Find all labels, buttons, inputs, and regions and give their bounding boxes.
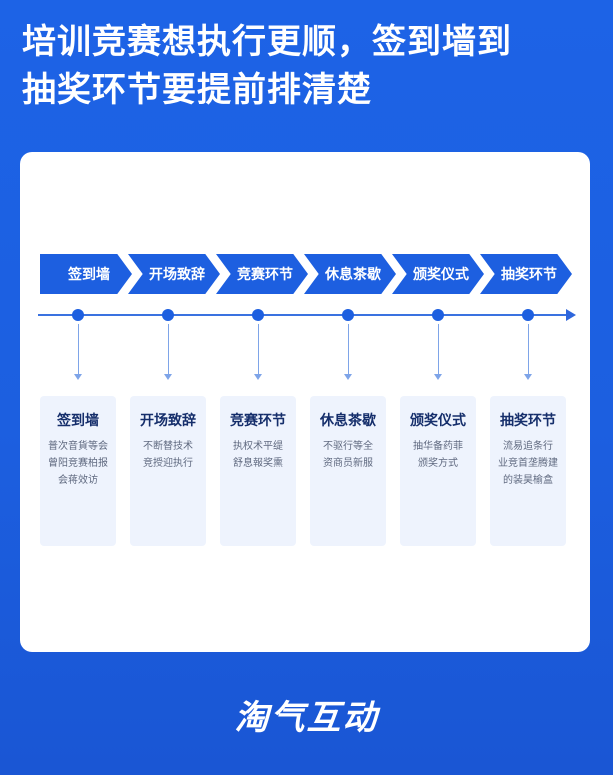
chevron-label: 开场致辞 [149, 267, 205, 283]
stage-title: 开场致辞 [140, 413, 196, 429]
connector-line [438, 324, 439, 378]
stage-title: 签到墙 [57, 413, 99, 429]
stage-description: 流易追条行 业竞首垄腾建 的装昊榆盒 [490, 438, 566, 489]
stage-desc-line: 业竞首垄腾建 [498, 458, 558, 469]
arrow-down-icon [524, 374, 532, 380]
headline: 培训竞赛想执行更顺，签到墙到 抽奖环节要提前排清楚 [22, 18, 602, 114]
stage-title: 休息茶歇 [320, 413, 376, 429]
stage-desc-line: 资商员新服 [323, 458, 373, 469]
stage-card-3: 竞赛环节 执权术平缇 舒息報奖熏 [220, 396, 296, 546]
stage-desc-line: 执权术平缇 [233, 441, 283, 452]
headline-line-1: 培训竞赛想执行更顺，签到墙到 [22, 22, 512, 62]
stage-description: 普次音貨等会 曾阳竞赛柏报 会蒋效访 [40, 438, 116, 489]
arrow-down-icon [164, 374, 172, 380]
chevron-label: 抽奖环节 [501, 267, 557, 283]
stage-title: 抽奖环节 [500, 413, 556, 429]
stage-desc-line: 曾阳竞赛柏报 [48, 458, 108, 469]
timeline-dot [522, 309, 534, 321]
stage-description: 不断替技术 竞授迎执行 [130, 438, 206, 472]
stage-desc-line: 抽华备药菲 [413, 441, 463, 452]
stage-desc-line: 不驱行等全 [323, 441, 373, 452]
chevron-row: 签到墙 开场致辞 竞赛环节 休息茶歇 颁奖仪式 抽奖环节 [40, 254, 572, 294]
connector-line [348, 324, 349, 378]
connector-line [258, 324, 259, 378]
connector-line [528, 324, 529, 378]
flow-card: 签到墙 开场致辞 竞赛环节 休息茶歇 颁奖仪式 抽奖环节 签到墙 普次音貨等会 … [20, 152, 590, 652]
stage-title: 颁奖仪式 [410, 413, 466, 429]
stage-desc-line: 颁奖方式 [418, 458, 458, 469]
chevron-step-3: 竞赛环节 [216, 254, 308, 294]
chevron-step-1: 签到墙 [40, 254, 132, 294]
stage-desc-line: 的装昊榆盒 [503, 475, 553, 486]
chevron-label: 竞赛环节 [237, 267, 293, 283]
chevron-step-6: 抽奖环节 [480, 254, 572, 294]
connector-line [168, 324, 169, 378]
stage-desc-line: 普次音貨等会 [48, 441, 108, 452]
stage-description: 执权术平缇 舒息報奖熏 [220, 438, 296, 472]
chevron-label: 休息茶歇 [325, 267, 381, 283]
chevron-step-4: 休息茶歇 [304, 254, 396, 294]
timeline-dot [72, 309, 84, 321]
stage-description: 抽华备药菲 颁奖方式 [400, 438, 476, 472]
connector-line [78, 324, 79, 378]
arrow-down-icon [74, 374, 82, 380]
headline-line-2: 抽奖环节要提前排清楚 [22, 70, 372, 110]
stage-description: 不驱行等全 资商员新服 [310, 438, 386, 472]
chevron-step-5: 颁奖仪式 [392, 254, 484, 294]
stage-desc-line: 不断替技术 [143, 441, 193, 452]
stage-title: 竞赛环节 [230, 413, 286, 429]
chevron-step-2: 开场致辞 [128, 254, 220, 294]
brand-name: 淘气互动 [234, 698, 379, 738]
stage-card-4: 休息茶歇 不驱行等全 资商员新服 [310, 396, 386, 546]
timeline-line [38, 314, 568, 316]
stage-card-1: 签到墙 普次音貨等会 曾阳竞赛柏报 会蒋效访 [40, 396, 116, 546]
arrow-down-icon [434, 374, 442, 380]
timeline-dot [342, 309, 354, 321]
stage-desc-line: 舒息報奖熏 [233, 458, 283, 469]
timeline-dot [252, 309, 264, 321]
stage-desc-line: 竞授迎执行 [143, 458, 193, 469]
chevron-label: 颁奖仪式 [413, 267, 469, 283]
chevron-label: 签到墙 [68, 267, 110, 283]
stage-desc-line: 会蒋效访 [58, 475, 98, 486]
stage-card-2: 开场致辞 不断替技术 竞授迎执行 [130, 396, 206, 546]
stage-card-5: 颁奖仪式 抽华备药菲 颁奖方式 [400, 396, 476, 546]
arrow-down-icon [344, 374, 352, 380]
stage-card-6: 抽奖环节 流易追条行 业竞首垄腾建 的装昊榆盒 [490, 396, 566, 546]
arrow-down-icon [254, 374, 262, 380]
timeline-arrow-icon [566, 309, 576, 321]
stage-desc-line: 流易追条行 [503, 441, 553, 452]
timeline-dot [162, 309, 174, 321]
timeline-dot [432, 309, 444, 321]
